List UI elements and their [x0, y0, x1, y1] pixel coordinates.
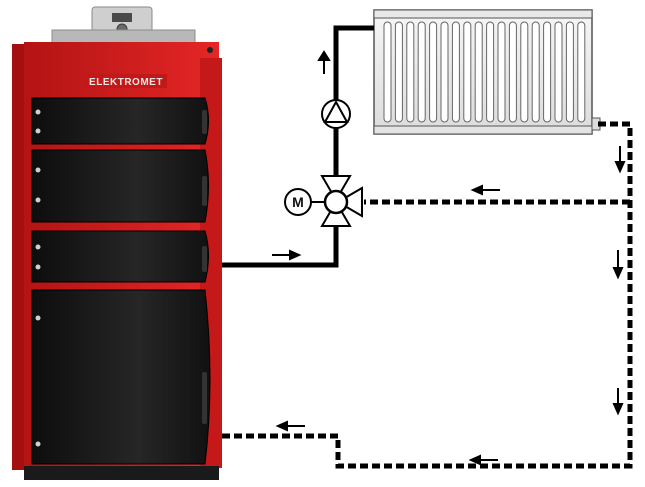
arrow-down-icon — [612, 250, 624, 280]
door-handle-icon[interactable] — [202, 372, 207, 424]
radiator-fin — [394, 21, 403, 123]
radiator-fin — [463, 21, 472, 123]
arrow-right-icon — [272, 249, 302, 261]
flow-arrows — [272, 50, 626, 466]
circulation-pump-icon — [321, 99, 351, 129]
valve-motor: M — [284, 188, 312, 216]
rivet-icon — [207, 47, 213, 53]
radiator-fin — [383, 21, 392, 123]
hinge-icon — [35, 244, 41, 250]
radiator-fin — [497, 21, 506, 123]
supply-pipe — [222, 25, 374, 268]
radiator-fin — [429, 21, 438, 123]
arrow-up-icon — [317, 50, 331, 74]
radiator-fin — [474, 21, 483, 123]
radiator-fins — [383, 21, 586, 123]
radiator-fin — [440, 21, 449, 123]
boiler-door-bottom[interactable] — [31, 289, 211, 465]
three-way-mixing-valve-icon — [311, 175, 363, 227]
radiator-fin — [417, 21, 426, 123]
boiler: ELEKTROMET — [12, 6, 222, 480]
hinge-icon — [35, 109, 41, 115]
radiator-fin — [508, 21, 517, 123]
arrow-left-icon — [275, 420, 305, 432]
radiator-fin — [565, 21, 574, 123]
boiler-top-lid — [51, 29, 196, 45]
arrow-down-icon — [612, 388, 624, 416]
door-handle-icon[interactable] — [202, 110, 207, 134]
radiator-fin — [554, 21, 563, 123]
radiator-fin — [451, 21, 460, 123]
hinge-icon — [35, 441, 41, 447]
hinge-icon — [35, 264, 41, 270]
radiator-fin — [520, 21, 529, 123]
hinge-icon — [35, 315, 41, 321]
boiler-door-lower-middle[interactable] — [31, 230, 209, 283]
motor-label: M — [292, 194, 304, 210]
arrow-left-icon — [470, 184, 500, 196]
radiator-fin — [577, 21, 586, 123]
radiator-fin — [406, 21, 415, 123]
door-handle-icon[interactable] — [202, 246, 207, 272]
boiler-base — [24, 466, 219, 480]
arrow-down-icon — [614, 146, 626, 174]
brand-logo: ELEKTROMET — [89, 77, 163, 88]
hinge-icon — [35, 167, 41, 173]
boiler-door-upper-middle[interactable] — [31, 149, 209, 223]
boiler-door-top[interactable] — [31, 97, 209, 145]
boiler-left-side — [12, 44, 26, 470]
radiator-fin — [543, 21, 552, 123]
hinge-icon — [35, 128, 41, 134]
hinge-icon — [35, 197, 41, 203]
panel-radiator-icon — [373, 9, 601, 135]
radiator-fin — [486, 21, 495, 123]
radiator-fin — [531, 21, 540, 123]
return-pipe — [222, 121, 633, 469]
arrow-left-icon — [468, 454, 498, 466]
door-handle-icon[interactable] — [202, 176, 207, 206]
